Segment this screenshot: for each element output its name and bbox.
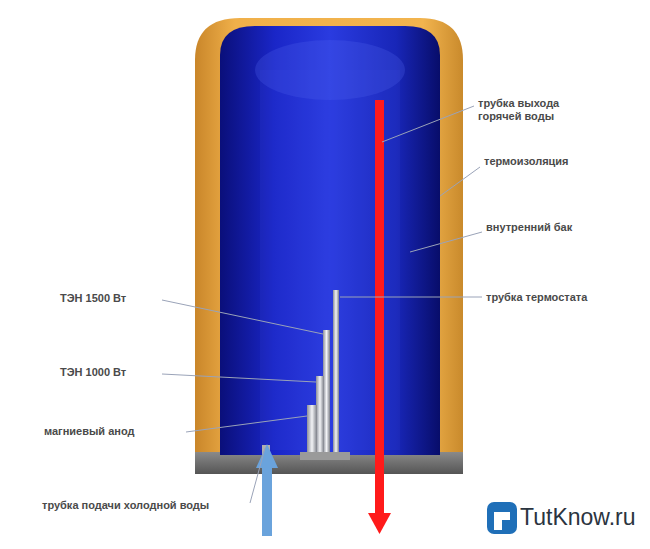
thermostat-tube [333,290,339,455]
magnesium-anode [307,405,317,455]
callout-label: трубка термостата [486,291,626,304]
cold-water-arrow [262,466,272,536]
leader-line [382,106,474,142]
watermark: TutKnow.ru [520,503,635,531]
insulation-shell [195,18,463,455]
leader-line [410,232,482,252]
leader-line [186,416,307,432]
flange-plate [300,452,350,460]
hot-water-arrow [375,100,384,515]
callout-label: магниевый анод [44,425,184,438]
callout-label: внутренний бак [486,221,606,234]
callout-label: термоизоляция [484,155,604,168]
hot-water-arrow [368,513,391,534]
inner-tank [220,26,440,455]
leader-line [340,297,482,298]
callout-label: трубка выхода горячей воды [478,97,578,123]
heater-1000 [316,376,324,455]
cold-water-arrow [256,444,278,468]
logo-icon [487,502,517,534]
leader-line [162,374,316,382]
heater-1500 [323,330,330,455]
base-flange [195,452,463,474]
callout-label: ТЭН 1500 Вт [60,292,160,305]
callout-label: трубка подачи холодной воды [42,499,247,512]
callout-label: ТЭН 1000 Вт [60,366,160,379]
leader-line [250,448,265,503]
leader-line [440,167,480,196]
leader-line [162,300,323,334]
